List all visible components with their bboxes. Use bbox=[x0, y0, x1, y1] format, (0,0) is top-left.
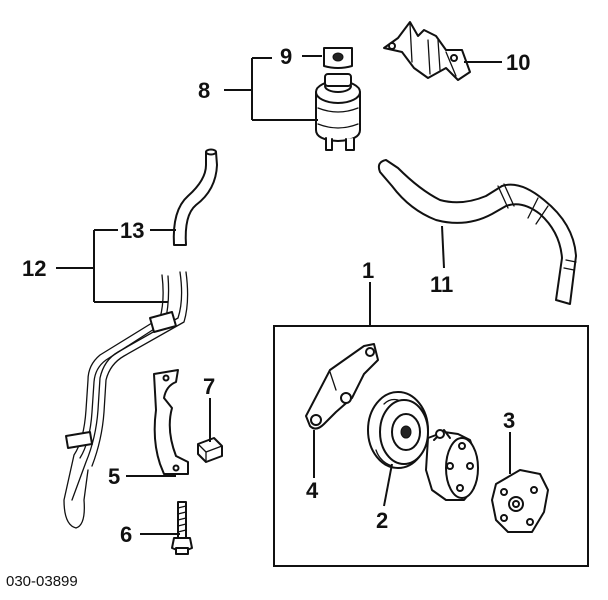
pump-cover[interactable] bbox=[491, 469, 549, 533]
callout-1: 1 bbox=[362, 258, 374, 283]
callout-11: 11 bbox=[430, 272, 453, 297]
pipe-bracket[interactable] bbox=[153, 369, 189, 475]
return-hose[interactable] bbox=[172, 148, 218, 246]
callout-13: 13 bbox=[120, 218, 144, 243]
callout-4: 4 bbox=[306, 478, 319, 503]
reservoir-tank[interactable] bbox=[315, 73, 361, 151]
pump-bracket[interactable] bbox=[305, 343, 379, 430]
pipe-assembly[interactable] bbox=[63, 271, 189, 529]
callout-9: 9 bbox=[280, 44, 292, 69]
pressure-hose[interactable] bbox=[377, 159, 577, 305]
callout-5: 5 bbox=[108, 464, 120, 489]
callout-7: 7 bbox=[203, 374, 215, 399]
reservoir-cap[interactable] bbox=[323, 47, 353, 69]
power-steering-pump[interactable] bbox=[425, 429, 479, 501]
pump-assembly-frame bbox=[273, 325, 589, 567]
callout-12: 12 bbox=[22, 256, 46, 281]
callout-2: 2 bbox=[376, 508, 388, 533]
callout-6: 6 bbox=[120, 522, 132, 547]
callout-8: 8 bbox=[198, 78, 210, 103]
reservoir-bracket[interactable] bbox=[383, 21, 471, 81]
leader-lines bbox=[56, 55, 511, 535]
callout-10: 10 bbox=[506, 50, 530, 75]
mounting-bolt[interactable] bbox=[171, 501, 193, 555]
diagram-reference-code: 030-03899 bbox=[6, 573, 78, 590]
hose-clip[interactable] bbox=[197, 437, 223, 463]
callout-3: 3 bbox=[503, 408, 515, 433]
pump-pulley[interactable] bbox=[367, 391, 429, 469]
